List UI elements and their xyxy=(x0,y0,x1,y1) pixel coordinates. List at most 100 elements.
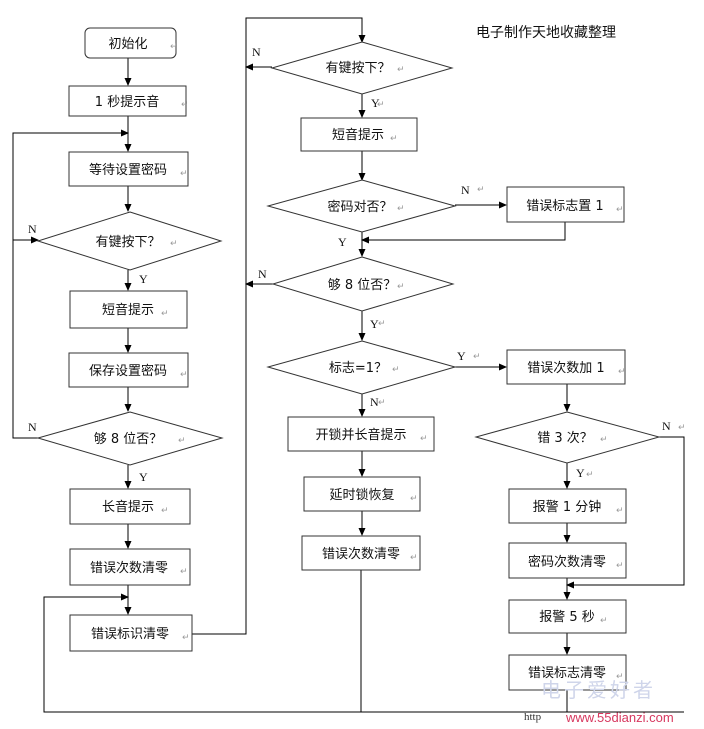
svg-text:↵: ↵ xyxy=(180,169,188,179)
svg-text:↵: ↵ xyxy=(377,100,385,110)
connectors xyxy=(12,17,685,713)
node-set-err-flag: 错误标志置 1 xyxy=(526,199,603,214)
svg-text:↵: ↵ xyxy=(616,672,624,682)
node-clear-err-flag-2-shape xyxy=(508,654,627,691)
branch-labels: N Y N Y N Y N Y N Y Y N N Y xyxy=(28,45,671,484)
node-clear-pw-count: 密码次数清零 xyxy=(528,554,606,570)
svg-text:↵: ↵ xyxy=(616,561,624,571)
node-three-times: 错 3 次？ xyxy=(537,430,593,446)
node-key-pressed-2-shape xyxy=(270,41,454,95)
node-key-pressed-1-shape xyxy=(36,211,223,271)
label-pw-no: N xyxy=(461,183,470,197)
node-long-beep-shape xyxy=(69,488,191,525)
watermark-http: http xyxy=(524,711,542,723)
node-beep-1s: 1 秒提示音 xyxy=(95,94,159,110)
diagram-title: 电子制作天地收藏整理 xyxy=(476,25,616,41)
svg-text:↵: ↵ xyxy=(182,633,190,643)
label-flag-no: N xyxy=(370,395,379,409)
svg-text:↵: ↵ xyxy=(397,282,405,292)
label-eight1-yes: Y xyxy=(139,470,148,484)
node-set-err-flag-shape xyxy=(506,186,625,223)
svg-text:↵: ↵ xyxy=(618,367,626,377)
node-clear-err-flag-shape xyxy=(69,614,193,652)
label-eight2-no: N xyxy=(258,267,267,281)
svg-text:↵: ↵ xyxy=(600,616,608,626)
label-three-no: N xyxy=(662,419,671,433)
svg-text:↵: ↵ xyxy=(397,204,405,214)
arrow-setflag-back xyxy=(361,222,566,244)
node-delay-restore: 延时锁恢复 xyxy=(329,487,394,503)
label-key1-yes: Y xyxy=(139,272,148,286)
svg-text:↵: ↵ xyxy=(181,100,189,110)
svg-text:↵: ↵ xyxy=(170,239,178,249)
node-init-shape xyxy=(84,27,177,59)
node-alarm-5s: 报警 5 秒 xyxy=(539,609,595,625)
svg-text:↵: ↵ xyxy=(378,398,386,408)
node-pw-correct: 密码对否？ xyxy=(327,199,392,215)
label-key2-yes: Y xyxy=(371,96,380,110)
node-unlock: 开锁并长音提示 xyxy=(315,427,406,443)
node-clear-err-count-1: 错误次数清零 xyxy=(90,560,168,576)
node-eight-digits-1-shape xyxy=(36,411,224,466)
label-key1-no: N xyxy=(28,222,37,236)
node-delay-restore-shape xyxy=(303,476,421,512)
node-short-beep-1: 短音提示 xyxy=(102,302,154,318)
watermark-chinese: 电子爱好者 xyxy=(541,679,656,702)
node-beep-1s-shape xyxy=(68,85,187,117)
watermark: 电子爱好者 www.55dianzi.com http xyxy=(524,679,674,725)
node-pw-correct-shape xyxy=(266,179,457,233)
return-loop xyxy=(43,593,568,713)
svg-text:↵: ↵ xyxy=(477,185,485,195)
node-three-times-shape xyxy=(474,411,661,464)
svg-text:↵: ↵ xyxy=(392,365,400,375)
node-eight-digits-2: 够 8 位否？ xyxy=(328,278,397,293)
svg-text:↵: ↵ xyxy=(378,319,386,329)
node-clear-err-count-1-shape xyxy=(69,548,191,586)
node-alarm-1min: 报警 1 分钟 xyxy=(533,499,602,515)
svg-text:↵: ↵ xyxy=(397,65,405,75)
node-flag-check-shape xyxy=(266,340,457,395)
svg-text:↵: ↵ xyxy=(420,434,428,444)
node-save-pw: 保存设置密码 xyxy=(89,363,167,379)
label-eight1-no: N xyxy=(28,420,37,434)
svg-text:↵: ↵ xyxy=(180,370,188,380)
node-short-beep-2: 短音提示 xyxy=(332,127,384,143)
node-long-beep: 长音提示 xyxy=(102,499,154,515)
node-clear-pw-count-shape xyxy=(508,542,627,579)
watermark-url: www.55dianzi.com xyxy=(565,710,674,725)
node-err-count-add-shape xyxy=(506,349,626,385)
svg-text:↵: ↵ xyxy=(600,435,608,445)
svg-text:↵: ↵ xyxy=(161,506,169,516)
svg-text:↵: ↵ xyxy=(473,352,481,362)
paragraph-marks: ↵ ↵ ↵ ↵ ↵ ↵ ↵ ↵ ↵ ↵ ↵ ↵ ↵ ↵ ↵ ↵ ↵ ↵ ↵ ↵ … xyxy=(161,42,686,682)
node-wait-set-pw-shape xyxy=(68,151,189,187)
connector-to-col2 xyxy=(192,17,366,635)
label-eight2-yes: Y xyxy=(370,317,379,331)
node-clear-err-flag: 错误标识清零 xyxy=(91,627,169,642)
svg-text:↵: ↵ xyxy=(161,309,169,319)
svg-text:↵: ↵ xyxy=(410,553,418,563)
svg-text:↵: ↵ xyxy=(410,494,418,504)
node-clear-err-count-2-shape xyxy=(301,535,421,571)
loop-eight1-no xyxy=(12,236,39,439)
node-short-beep-1-shape xyxy=(69,290,188,329)
svg-text:↵: ↵ xyxy=(170,42,178,52)
node-init: 初始化 xyxy=(108,37,147,52)
svg-text:↵: ↵ xyxy=(678,423,686,433)
node-clear-err-count-2: 错误次数清零 xyxy=(322,546,400,562)
node-eight-digits-1: 够 8 位否？ xyxy=(94,432,163,447)
node-clear-err-flag-2: 错误标志清零 xyxy=(528,666,606,681)
label-pw-yes: Y xyxy=(338,235,347,249)
node-alarm-5s-shape xyxy=(508,599,627,634)
label-flag-yes: Y xyxy=(457,349,466,363)
svg-text:↵: ↵ xyxy=(178,436,186,446)
svg-text:↵: ↵ xyxy=(586,470,594,480)
node-flag-check: 标志=1？ xyxy=(329,361,387,376)
svg-text:↵: ↵ xyxy=(390,134,398,144)
node-key-pressed-1: 有键按下？ xyxy=(95,235,160,250)
svg-text:↵: ↵ xyxy=(180,567,188,577)
node-unlock-shape xyxy=(287,416,435,452)
node-short-beep-2-shape xyxy=(300,117,418,152)
